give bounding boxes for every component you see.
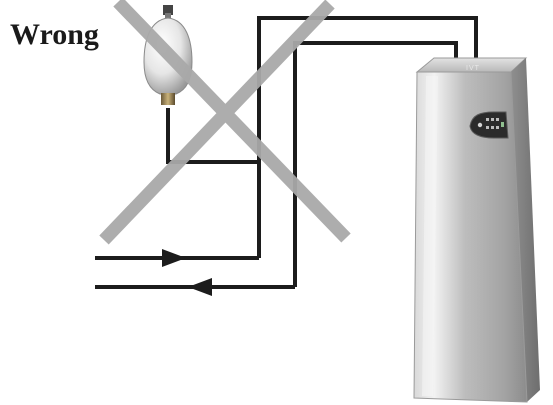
unit-control-panel [470, 112, 508, 138]
diagram-title: Wrong [10, 18, 99, 51]
panel-knob-icon [478, 123, 482, 127]
panel-button-icon [486, 118, 489, 121]
cross-stroke-1 [118, 2, 346, 238]
flow-arrow-left-icon [188, 278, 212, 296]
heat-pump-unit: IVT [414, 58, 540, 402]
wrong-cross-icon [104, 2, 346, 240]
panel-button-icon [491, 126, 494, 129]
panel-indicator-icon [501, 122, 504, 127]
flow-arrow-right-icon [162, 249, 186, 267]
panel-button-icon [486, 126, 489, 129]
panel-button-icon [496, 118, 499, 121]
panel-button-icon [496, 126, 499, 129]
panel-button-icon [491, 118, 494, 121]
vessel-fitting [161, 93, 175, 105]
unit-brand-label: IVT [466, 65, 480, 72]
